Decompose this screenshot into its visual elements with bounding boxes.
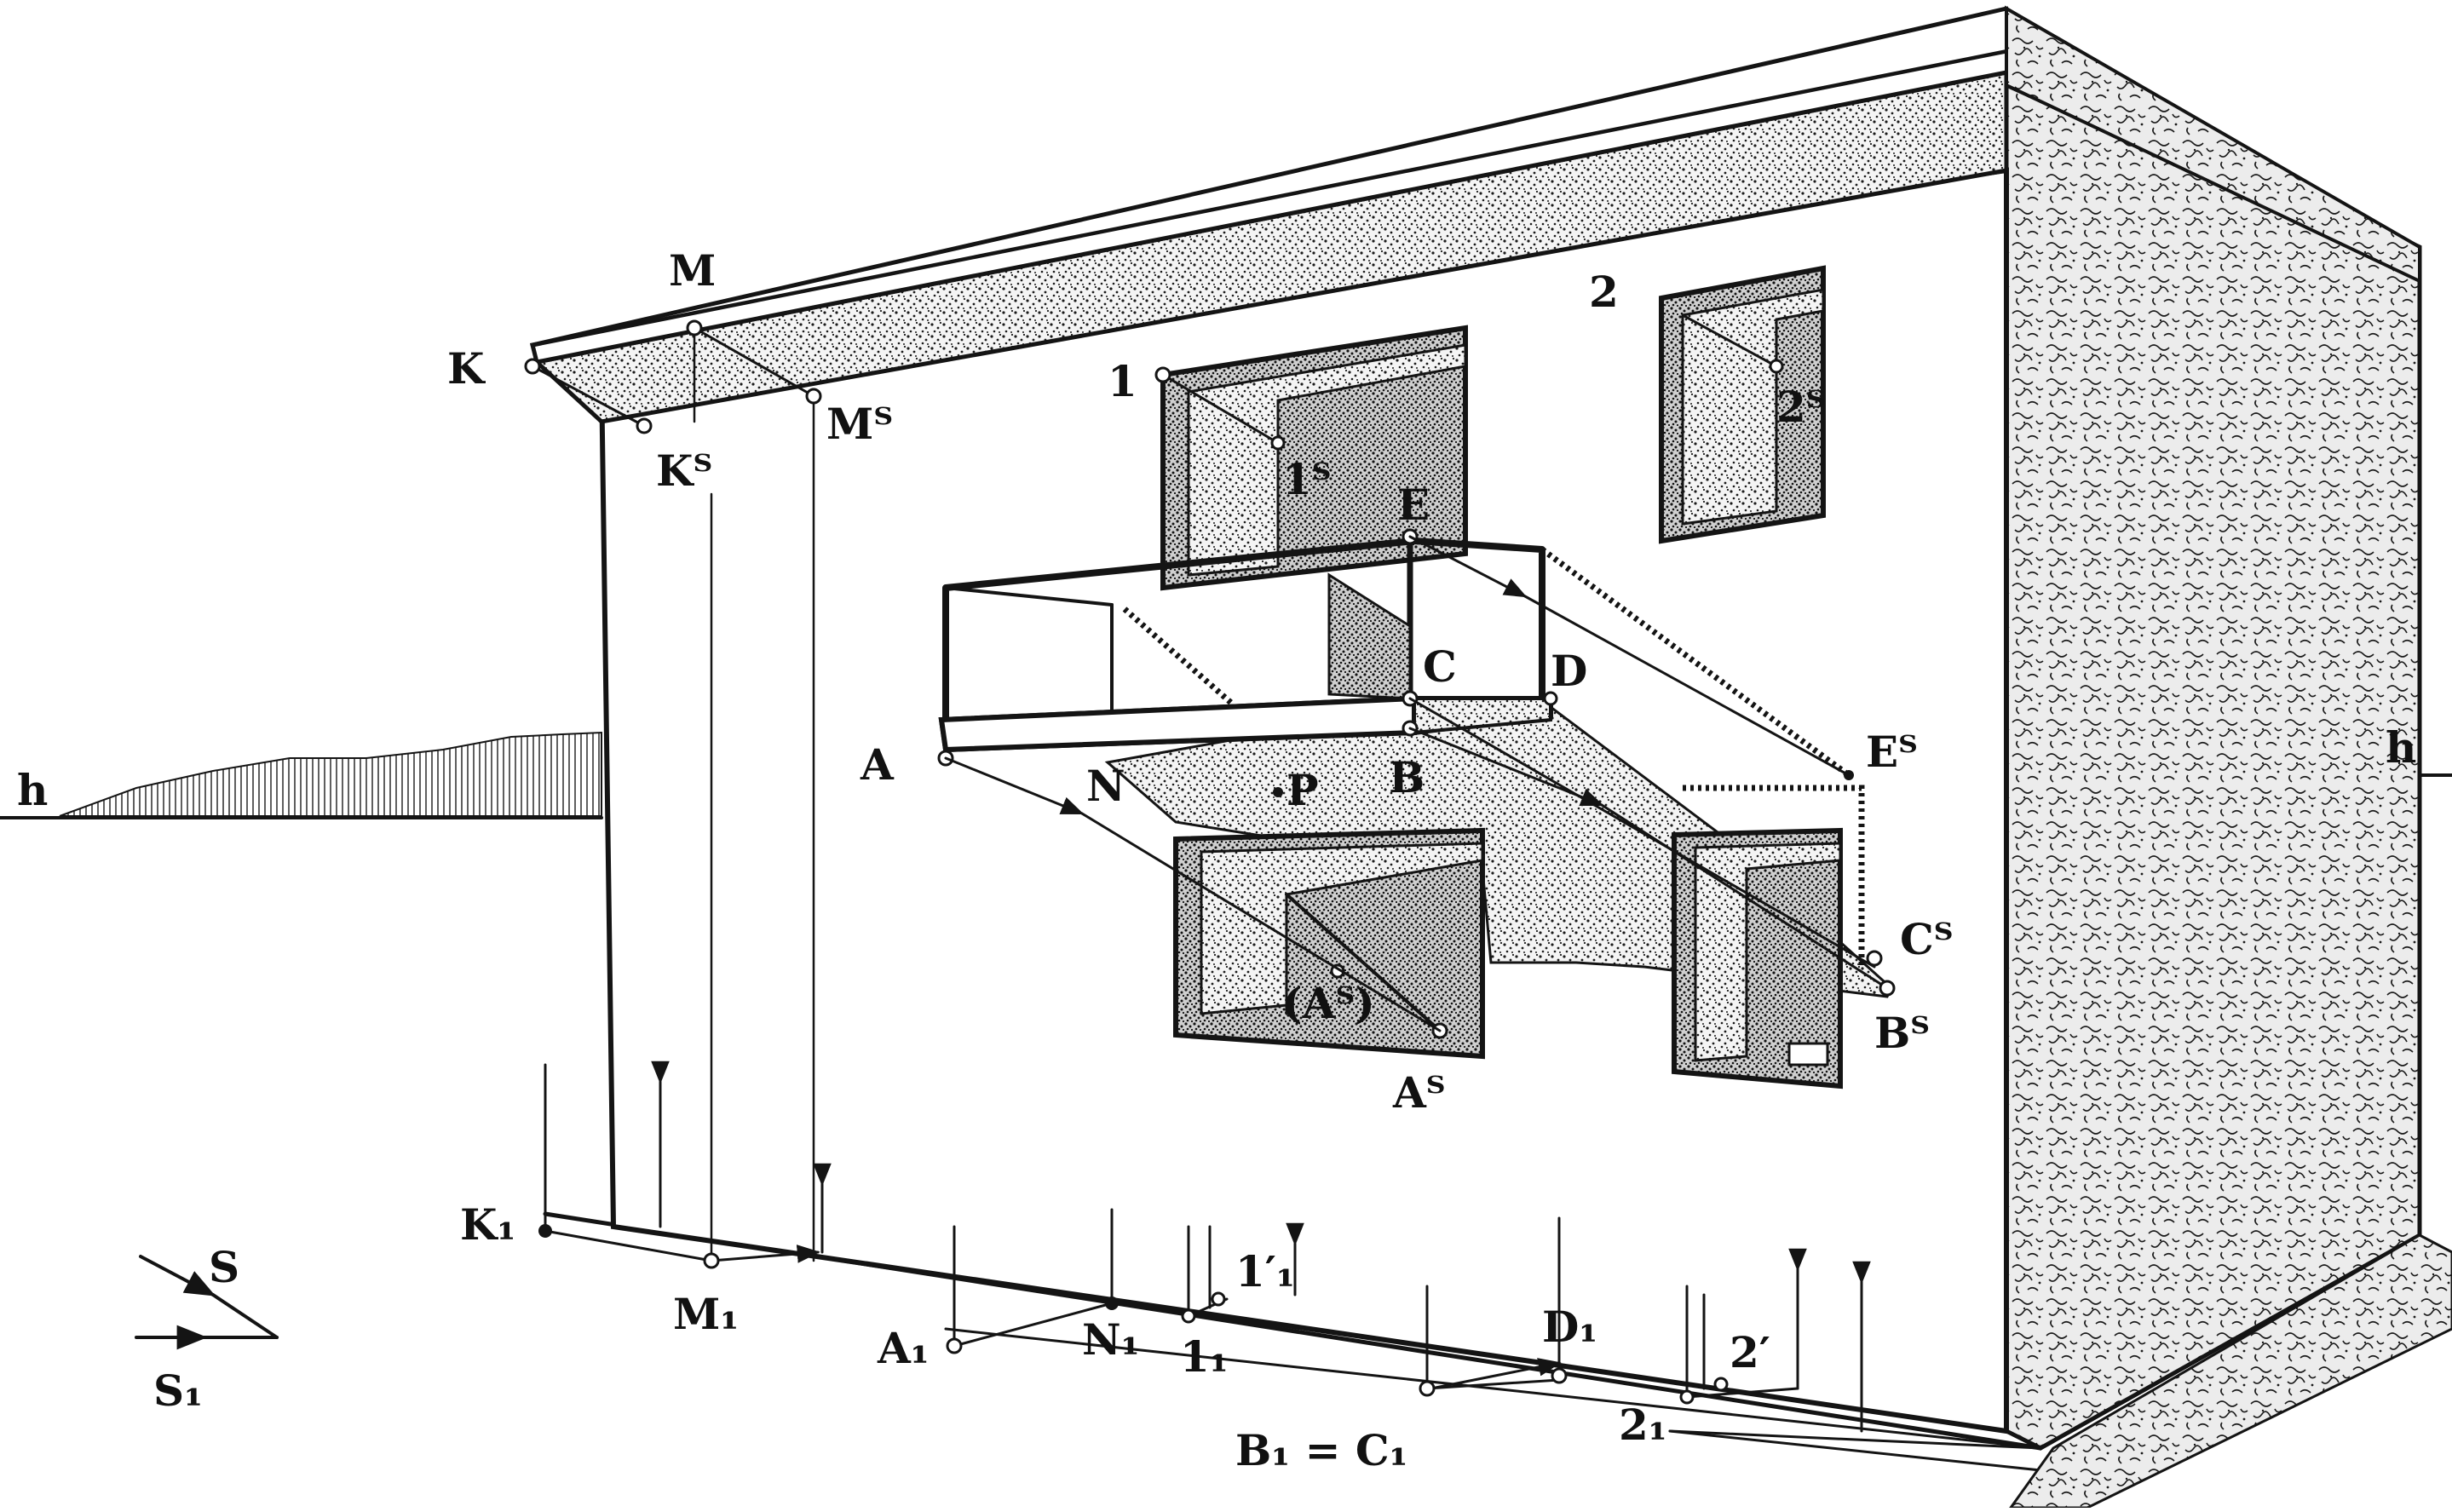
right-side-wall <box>2004 82 2452 1509</box>
label-ET: Eᵀ <box>1866 727 1918 777</box>
label-1T: 1ᵀ <box>1282 454 1332 504</box>
roof-cornice <box>529 5 2422 424</box>
label-M: M <box>669 245 716 296</box>
label-h-right: h <box>2386 722 2416 773</box>
window-1 <box>1154 325 1468 591</box>
label-KT: Kᵀ <box>656 446 712 496</box>
label-1: 1 <box>1108 356 1137 406</box>
ground-projections <box>538 1061 1871 1433</box>
window-3 <box>1173 827 1485 1060</box>
shadow-rays <box>944 535 1896 1032</box>
label-2-1: 2₁ <box>1619 1400 1667 1450</box>
label-D1: D₁ <box>1542 1302 1597 1352</box>
window-2 <box>1659 265 1826 544</box>
label-B: B <box>1389 752 1425 802</box>
light-direction-legend <box>135 1255 279 1350</box>
label-K: K <box>447 343 486 394</box>
label-M1: M₁ <box>673 1289 739 1339</box>
label-E: E <box>1397 480 1430 530</box>
label-AT-paren: (Aᵀ) <box>1282 978 1375 1028</box>
label-A: A <box>860 739 895 790</box>
balcony <box>937 528 1865 967</box>
label-AT: Aᵀ <box>1392 1067 1446 1118</box>
cornice-shadow-rays <box>524 319 822 1262</box>
point-labels: K M Kᵀ Mᵀ 1 1ᵀ 2 2ᵀ E C D Eᵀ A N P B Cᵀ … <box>17 245 2416 1475</box>
label-MT: Mᵀ <box>826 399 893 449</box>
label-CT: Cᵀ <box>1900 914 1954 964</box>
label-BT: Bᵀ <box>1874 1008 1930 1058</box>
label-2-prime: 2′ <box>1730 1327 1770 1377</box>
label-D: D <box>1551 646 1587 696</box>
label-1-1-prime: 1′₁ <box>1235 1246 1295 1296</box>
window-4 <box>1672 827 1843 1089</box>
label-K1: K₁ <box>460 1199 515 1250</box>
label-2: 2 <box>1589 267 1619 317</box>
label-h-left: h <box>17 765 48 815</box>
label-1-1: 1₁ <box>1180 1331 1229 1382</box>
label-N: N <box>1086 761 1125 811</box>
distant-hills <box>59 731 602 817</box>
label-S: S <box>209 1242 239 1292</box>
label-2T: 2ᵀ <box>1776 382 1826 432</box>
label-A1: A₁ <box>877 1323 930 1373</box>
label-P: P <box>1286 765 1319 815</box>
label-C: C <box>1423 641 1457 692</box>
label-B1-C1: B₁ = C₁ <box>1235 1425 1408 1475</box>
label-S1: S₁ <box>153 1365 203 1416</box>
label-N1: N₁ <box>1082 1314 1140 1365</box>
